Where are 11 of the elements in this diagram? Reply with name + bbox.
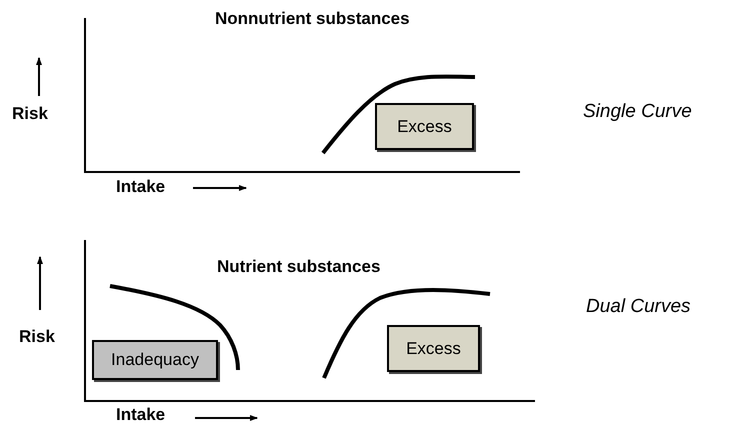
region-box: Excess <box>375 103 474 150</box>
region-box: Excess <box>387 325 480 372</box>
panel-label: Single Curve <box>583 101 692 123</box>
axis-label: Intake <box>116 177 166 197</box>
chart-title: Nonnutrient substances <box>215 9 410 29</box>
axis-label: Intake <box>116 405 166 425</box>
axis-label: Risk <box>19 327 55 347</box>
chart-title: Nutrient substances <box>217 257 380 277</box>
panel-label: Dual Curves <box>586 296 691 318</box>
region-box: Inadequacy <box>92 340 218 380</box>
axis-label: Risk <box>12 104 48 124</box>
